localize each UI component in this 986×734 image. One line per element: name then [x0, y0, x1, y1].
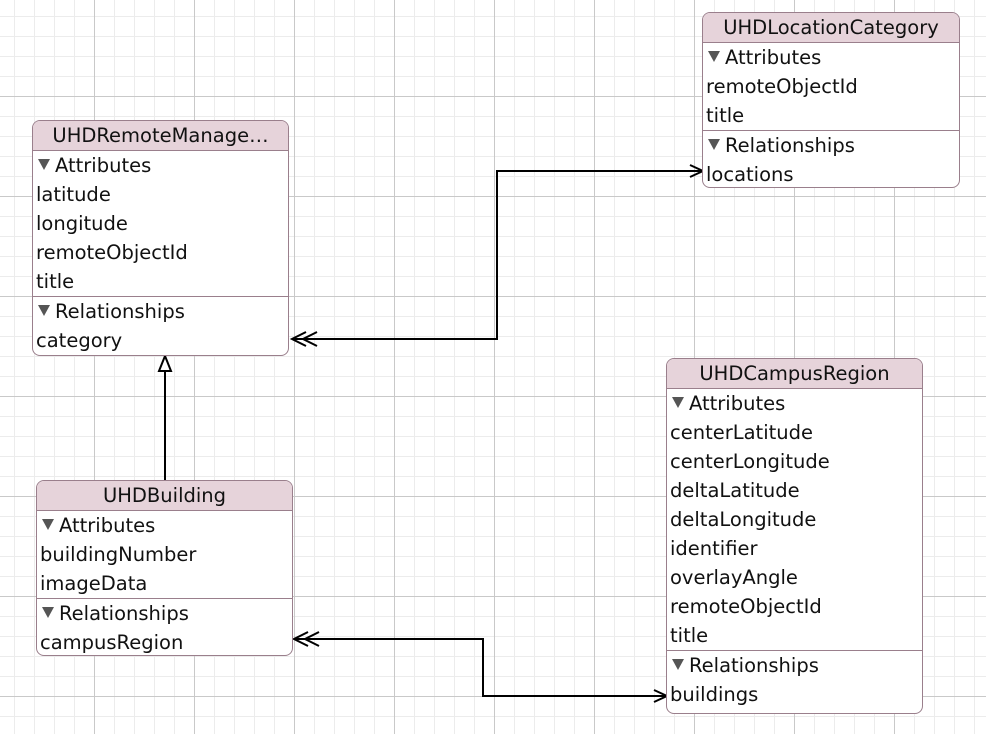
attribute-longitude[interactable]: longitude [36, 212, 128, 235]
relationships-section: Relationships category [33, 296, 288, 355]
attribute-buildingnumber[interactable]: buildingNumber [40, 543, 197, 566]
relationship-category[interactable]: category [36, 329, 123, 352]
attribute-deltalongitude[interactable]: deltaLongitude [670, 508, 817, 531]
attributes-header[interactable]: Attributes [703, 43, 959, 72]
attribute-remoteobjectid[interactable]: remoteObjectId [36, 241, 188, 264]
entity-title: UHDBuilding [37, 481, 292, 511]
entity-title: UHDRemoteManage… [33, 121, 288, 151]
attributes-section: Attributes remoteObjectId title [703, 43, 959, 130]
relationships-section: Relationships buildings [667, 650, 922, 709]
attribute-latitude[interactable]: latitude [36, 183, 111, 206]
attribute-title[interactable]: title [670, 624, 709, 647]
attribute-title[interactable]: title [706, 104, 745, 127]
relationships-header[interactable]: Relationships [703, 131, 959, 160]
entity-uhdbuilding[interactable]: UHDBuilding Attributes buildingNumber im… [36, 480, 293, 656]
attributes-section: Attributes latitude longitude remoteObje… [33, 151, 288, 296]
attribute-overlayangle[interactable]: overlayAngle [670, 566, 798, 589]
entity-uhdlocationcategory[interactable]: UHDLocationCategory Attributes remoteObj… [702, 12, 960, 188]
attribute-deltalatitude[interactable]: deltaLatitude [670, 479, 800, 502]
disclosure-triangle-icon[interactable] [708, 139, 720, 150]
attributes-section: Attributes centerLatitude centerLongitud… [667, 389, 922, 650]
entity-uhdcampusregion[interactable]: UHDCampusRegion Attributes centerLatitud… [666, 358, 923, 714]
connector-campusregion-buildings[interactable] [294, 638, 667, 697]
relationships-section: Relationships locations [703, 130, 959, 187]
attribute-imagedata[interactable]: imageData [40, 572, 148, 595]
attributes-section: Attributes buildingNumber imageData [37, 511, 292, 598]
to-many-arrowhead [302, 631, 320, 647]
to-many-arrowhead [300, 331, 318, 347]
relationships-header[interactable]: Relationships [667, 651, 922, 680]
connector-category-locations[interactable] [292, 170, 703, 340]
relationship-buildings[interactable]: buildings [670, 683, 759, 706]
relationship-locations[interactable]: locations [706, 163, 794, 186]
disclosure-triangle-icon[interactable] [672, 659, 684, 670]
attribute-centerlatitude[interactable]: centerLatitude [670, 421, 813, 444]
attributes-header[interactable]: Attributes [667, 389, 922, 418]
to-many-arrowhead [291, 631, 309, 647]
attributes-header[interactable]: Attributes [33, 151, 288, 180]
disclosure-triangle-icon[interactable] [42, 519, 54, 530]
entity-uhdremotemanaged[interactable]: UHDRemoteManage… Attributes latitude lon… [32, 120, 289, 356]
disclosure-triangle-icon[interactable] [708, 51, 720, 62]
attribute-title[interactable]: title [36, 270, 75, 293]
entity-title: UHDCampusRegion [667, 359, 922, 389]
attribute-identifier[interactable]: identifier [670, 537, 758, 560]
entity-title: UHDLocationCategory [703, 13, 959, 43]
attribute-remoteobjectid[interactable]: remoteObjectId [670, 595, 822, 618]
to-many-arrowhead [289, 331, 307, 347]
disclosure-triangle-icon[interactable] [672, 397, 684, 408]
inheritance-arrowhead [157, 353, 173, 372]
disclosure-triangle-icon[interactable] [42, 607, 54, 618]
attribute-remoteobjectid[interactable]: remoteObjectId [706, 75, 858, 98]
attributes-header[interactable]: Attributes [37, 511, 292, 540]
attribute-centerlongitude[interactable]: centerLongitude [670, 450, 830, 473]
relationships-header[interactable]: Relationships [37, 599, 292, 628]
disclosure-triangle-icon[interactable] [38, 305, 50, 316]
relationship-campusregion[interactable]: campusRegion [40, 631, 184, 654]
relationships-section: Relationships campusRegion [37, 598, 292, 655]
disclosure-triangle-icon[interactable] [38, 159, 50, 170]
relationships-header[interactable]: Relationships [33, 297, 288, 326]
